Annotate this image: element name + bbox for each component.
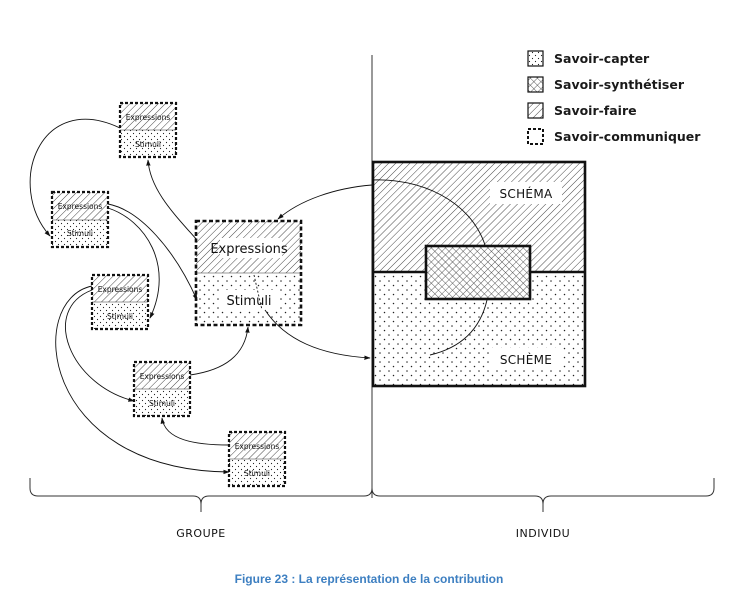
arrow-central-to-box1 [146, 159, 198, 241]
legend-item-savoir-communiquer: Savoir-communiquer [527, 128, 701, 145]
participant-box-1: Expressions Stimuli [118, 101, 178, 159]
individual-label: INDIVIDU [516, 527, 570, 540]
group-brace [29, 478, 373, 512]
individual-brace [371, 478, 715, 512]
synthesis-core [424, 244, 532, 301]
legend-label-savoir-capter: Savoir-capter [554, 51, 650, 66]
expressions-label: Expressions [140, 372, 185, 381]
arrow-box1-to-box2 [29, 118, 121, 237]
legend: Savoir-capter Savoir-synthétiser Savoir-… [527, 50, 701, 145]
figure-caption: Figure 23 : La représentation de la cont… [235, 572, 504, 586]
legend-label-savoir-communiquer: Savoir-communiquer [554, 129, 701, 144]
participant-box-2: Expressions Stimuli [50, 190, 110, 249]
individual-block: SCHÉMA SCHÈME [371, 160, 587, 388]
legend-label-savoir-synthetiser: Savoir-synthétiser [554, 77, 685, 92]
internal-loop-arc [371, 179, 488, 356]
stimuli-label: Stimuli [135, 140, 161, 149]
legend-item-savoir-faire: Savoir-faire [527, 102, 637, 119]
stimuli-label: Stimuli [226, 294, 271, 309]
legend-label-savoir-faire: Savoir-faire [554, 103, 637, 118]
arrow-box2-to-central [107, 203, 198, 301]
stimuli-label: Stimuli [107, 312, 133, 321]
expressions-label: Expressions [210, 242, 288, 257]
arrow-box3-to-box5 [55, 285, 230, 475]
exchange-arrows [29, 118, 488, 475]
expressions-label: Expressions [98, 285, 143, 294]
scheme-label: SCHÈME [500, 352, 552, 367]
arrow-individual-to-central [277, 184, 373, 220]
expressions-label: Expressions [126, 113, 171, 122]
group-label: GROUPE [176, 527, 225, 540]
participant-box-5: Expressions Stimuli [227, 430, 287, 488]
participant-box-3: Expressions Stimuli [90, 273, 150, 331]
arrow-box2-to-box3 [107, 207, 160, 319]
central-participant-box: Expressions Stimuli [194, 219, 303, 327]
arrow-box5-to-box4 [160, 417, 230, 446]
participant-box-4: Expressions Stimuli [132, 360, 192, 418]
central-internal-stroke [253, 274, 263, 311]
stimuli-label: Stimuli [244, 469, 270, 478]
expressions-label: Expressions [235, 442, 280, 451]
arrow-central-to-individual [264, 309, 371, 360]
arrow-box3-to-box4 [65, 289, 135, 402]
stimuli-label: Stimuli [67, 229, 93, 238]
stimuli-label: Stimuli [149, 399, 175, 408]
schema-label: SCHÉMA [500, 186, 553, 201]
arrow-box4-to-central [189, 326, 250, 376]
expressions-label: Expressions [58, 202, 103, 211]
legend-item-savoir-synthetiser: Savoir-synthétiser [527, 76, 685, 93]
legend-item-savoir-capter: Savoir-capter [527, 50, 650, 67]
